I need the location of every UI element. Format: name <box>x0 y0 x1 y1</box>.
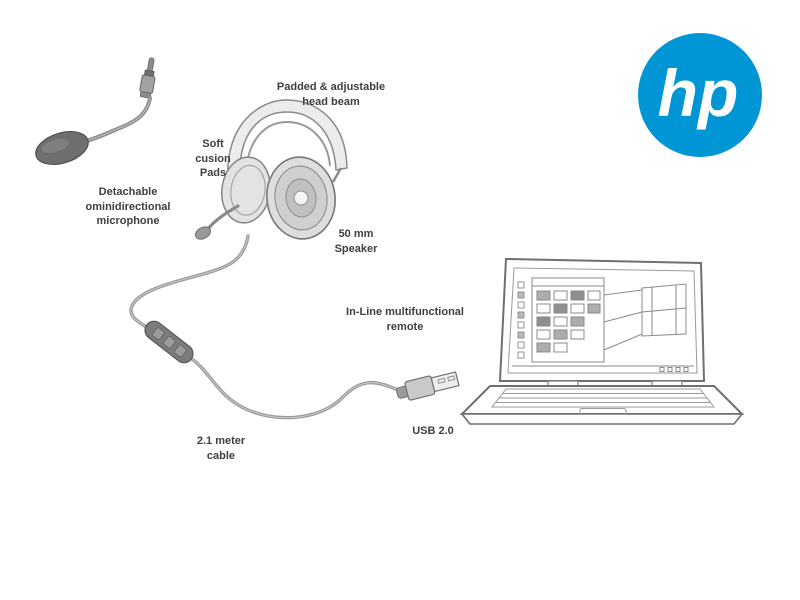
cable-drawing <box>129 234 402 420</box>
hp-logo: hp <box>638 33 762 157</box>
laptop-touchpad <box>579 408 627 415</box>
headset-drawing <box>194 99 348 240</box>
hp-logo-circle <box>638 33 762 157</box>
screen-app-window <box>531 277 605 363</box>
detachable-microphone-drawing <box>35 57 156 165</box>
label-head-beam: Padded & adjustable head beam <box>276 81 386 108</box>
mic-foam-windscreen <box>35 131 89 165</box>
label-detachable-microphone: Detachable ominidirectional microphone <box>85 186 171 228</box>
screen-toolbar-icons <box>517 281 525 359</box>
headset-mic-boom <box>206 204 240 231</box>
head-beam-shape <box>227 99 348 183</box>
right-ear-cup <box>266 156 336 240</box>
earcup-hp-badge-icon <box>293 190 309 206</box>
inline-remote-drawing <box>144 320 194 364</box>
audio-jack-icon <box>139 57 156 99</box>
label-inline-remote: In-Line multifunctional remote <box>346 306 464 333</box>
label-usb: USB 2.0 <box>412 425 454 437</box>
label-cushion-pads: Soft cusion Pads <box>195 138 231 180</box>
hp-logo-text: hp <box>658 56 739 130</box>
headset-mic-capsule <box>194 226 212 240</box>
screen-taskbar <box>512 365 694 372</box>
laptop-keyboard <box>490 388 716 408</box>
label-cable: 2.1 meter cable <box>196 435 246 462</box>
usb-connector-drawing <box>396 371 460 401</box>
label-speaker: 50 mm Speaker <box>334 228 378 255</box>
screen-wireframe-graphic <box>603 283 687 351</box>
laptop-drawing <box>459 257 745 425</box>
